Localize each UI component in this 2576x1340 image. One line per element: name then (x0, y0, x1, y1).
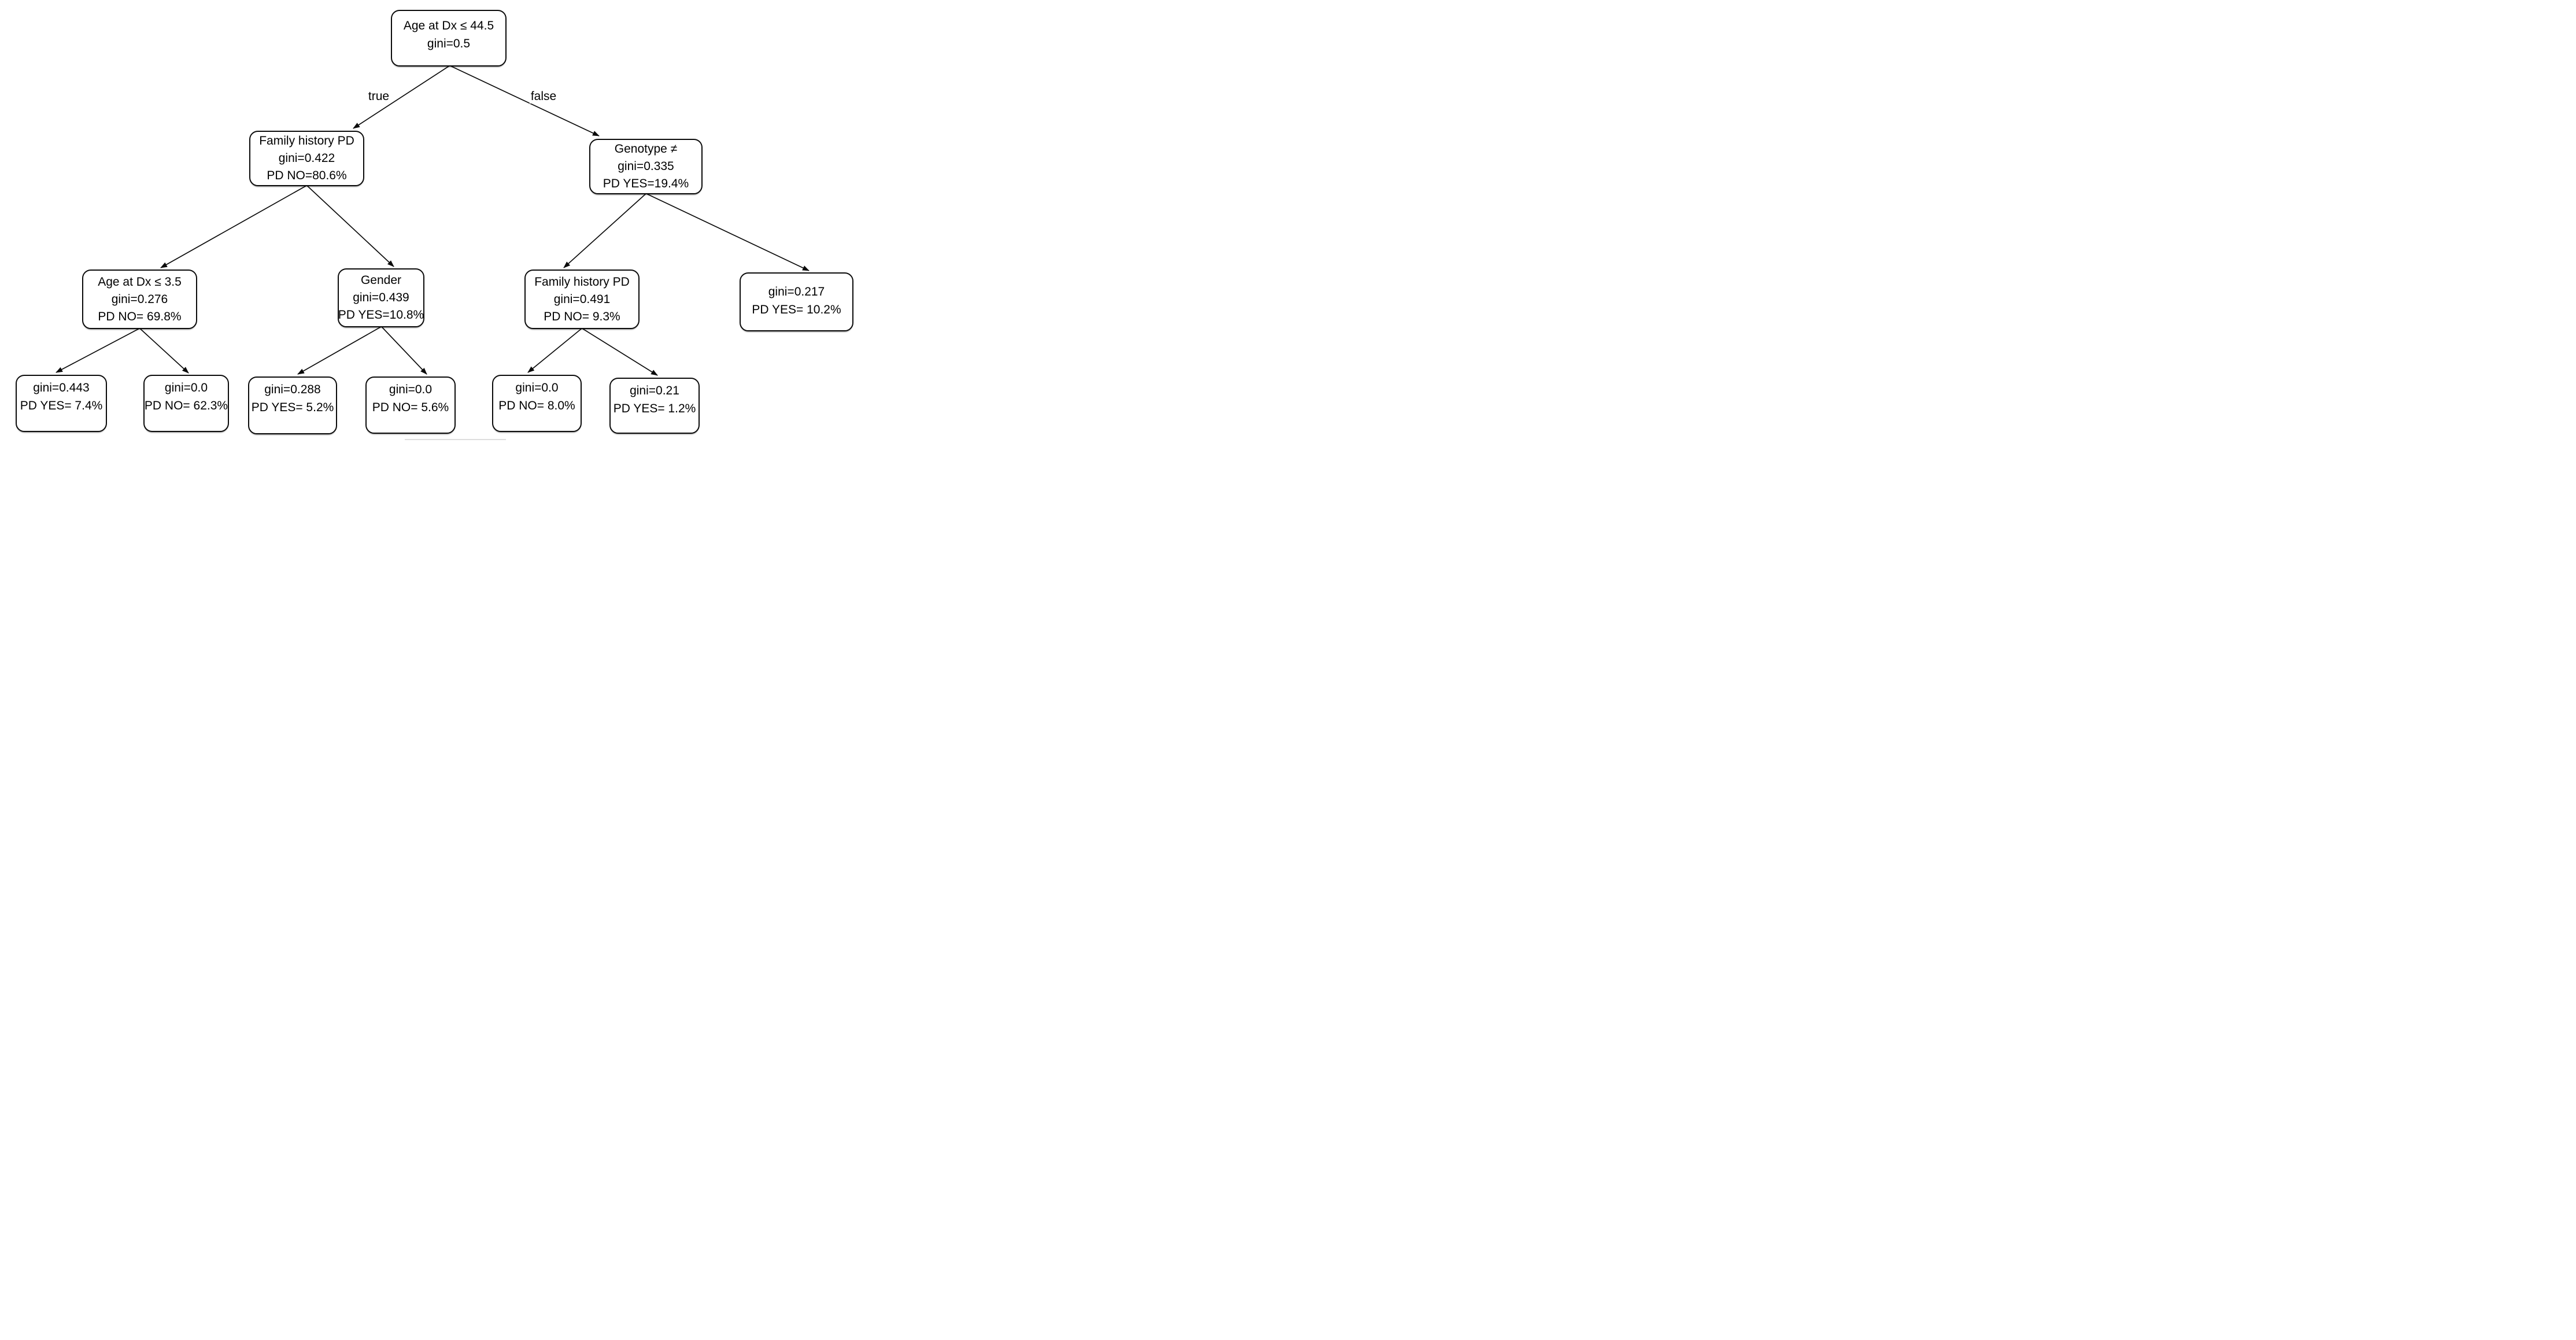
edge-genotype-to-leaf-217 (646, 193, 810, 271)
node-leaf-gini-288: gini=0.288 PD YES= 5.2% (248, 376, 337, 434)
node-class-share: PD NO= 69.8% (98, 309, 182, 323)
node-leaf-gini-21: gini=0.21 PD YES= 1.2% (609, 378, 700, 434)
edge-family-right-to-leaf-21 (582, 328, 658, 376)
node-class-share: PD YES= 10.2% (752, 303, 841, 316)
node-leaf-gini-0-pdno-623: gini=0.0 PD NO= 62.3% (143, 375, 229, 432)
node-class-share: PD YES= 1.2% (613, 402, 696, 415)
edge-family-right-to-leaf-80 (527, 328, 582, 373)
node-gini: gini=0.422 (278, 152, 335, 165)
node-genotype: Genotype ≠ gini=0.335 PD YES=19.4% (589, 139, 703, 194)
node-leaf-gini-0-pdno-56: gini=0.0 PD NO= 5.6% (365, 376, 456, 434)
node-condition: Age at Dx ≤ 3.5 (98, 275, 182, 289)
node-class-share: PD YES= 7.4% (20, 399, 103, 412)
node-gini: gini=0.217 (768, 285, 825, 298)
node-gini: gini=0.288 (264, 383, 321, 396)
node-root-gini: gini=0.5 (427, 37, 471, 50)
node-gini: gini=0.21 (630, 384, 679, 397)
edge-label-true: true (367, 90, 391, 104)
edge-gender-to-leaf-288 (297, 326, 382, 375)
node-class-share: PD NO= 8.0% (498, 399, 575, 412)
decision-tree-canvas: true false Age at Dx ≤ 44.5 gini=0.5 Fam… (0, 0, 859, 446)
node-class-share: PD NO= 62.3% (144, 399, 228, 412)
node-class-share: PD YES= 5.2% (251, 401, 334, 414)
edge-root-to-family-history-left (353, 65, 450, 129)
node-gini: gini=0.491 (553, 292, 611, 306)
node-class-share: PD NO= 5.6% (372, 401, 449, 414)
node-class-share: PD NO= 9.3% (544, 309, 620, 323)
node-class-share: PD YES=10.8% (338, 308, 424, 322)
edge-family-left-to-age-dx-3-5 (160, 185, 307, 268)
edge-gender-to-leaf-56 (381, 326, 427, 375)
node-root-condition: Age at Dx ≤ 44.5 (403, 19, 494, 32)
node-gini: gini=0.443 (33, 381, 90, 394)
node-gender: Gender gini=0.439 PD YES=10.8% (338, 268, 424, 327)
edge-family-left-to-gender (306, 185, 394, 267)
node-condition: Family history PD (534, 275, 630, 289)
node-condition: Gender (360, 274, 402, 287)
node-leaf-gini-217: gini=0.217 PD YES= 10.2% (740, 272, 853, 331)
node-gini: gini=0.0 (389, 383, 433, 396)
node-gini: gini=0.439 (353, 291, 409, 304)
node-root-age-at-dx: Age at Dx ≤ 44.5 gini=0.5 (391, 10, 507, 67)
edge-label-false: false (529, 90, 558, 104)
node-class-share: PD YES=19.4% (603, 177, 689, 190)
node-gini: gini=0.0 (164, 381, 208, 394)
faint-divider (405, 439, 506, 440)
edge-root-to-genotype (450, 65, 600, 136)
node-gini: gini=0.276 (111, 292, 168, 306)
node-condition: Family history PD (259, 134, 354, 147)
node-class-share: PD NO=80.6% (267, 169, 347, 182)
edge-age-dx-to-leaf-623 (139, 328, 189, 374)
tree-edges (56, 65, 810, 376)
node-leaf-gini-0-pdno-80: gini=0.0 PD NO= 8.0% (492, 375, 582, 432)
node-family-history-right: Family history PD gini=0.491 PD NO= 9.3% (524, 270, 640, 329)
node-gini: gini=0.335 (618, 160, 674, 173)
edge-age-dx-to-leaf-443 (56, 328, 140, 373)
node-gini: gini=0.0 (515, 381, 559, 394)
node-family-history-left: Family history PD gini=0.422 PD NO=80.6% (249, 131, 364, 186)
node-condition: Genotype ≠ (614, 142, 678, 156)
node-leaf-gini-443: gini=0.443 PD YES= 7.4% (16, 375, 107, 432)
node-age-at-dx-3-5: Age at Dx ≤ 3.5 gini=0.276 PD NO= 69.8% (82, 270, 197, 329)
edge-genotype-to-family-history-right (563, 193, 646, 268)
